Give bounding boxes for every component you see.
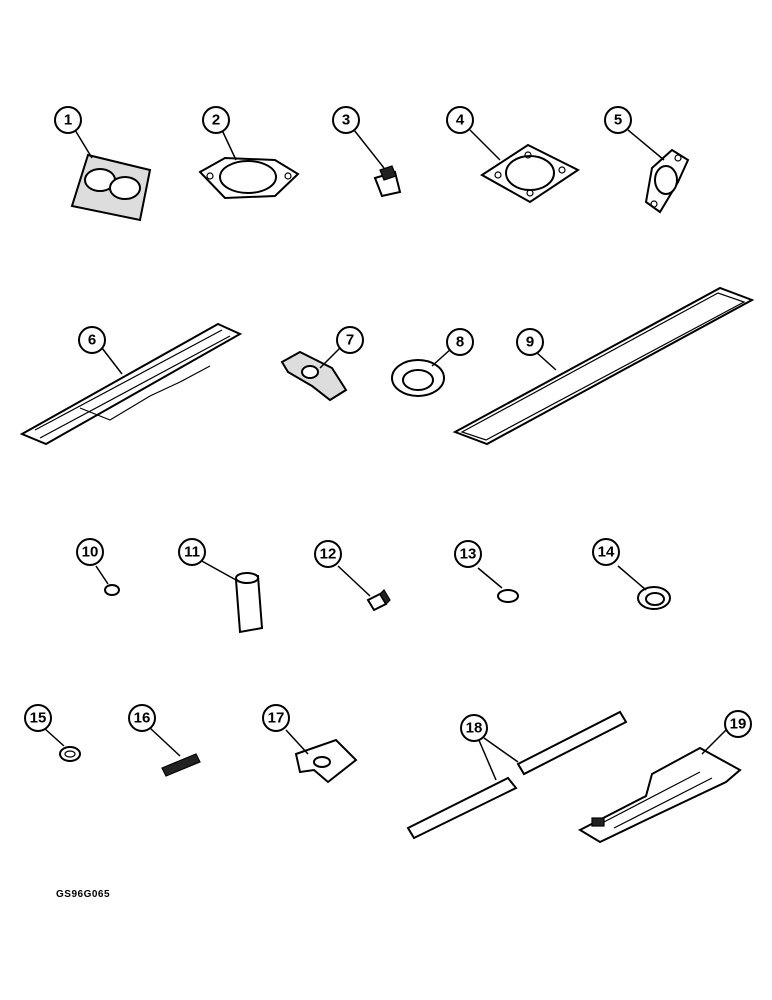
svg-text:6: 6 <box>88 332 96 349</box>
svg-text:1: 1 <box>64 112 72 129</box>
svg-text:5: 5 <box>614 112 622 129</box>
part-14-seal <box>617 565 671 610</box>
callout-16: 16 <box>128 704 156 732</box>
callout-15: 15 <box>24 704 52 732</box>
part-17-bracket <box>285 729 358 784</box>
svg-text:10: 10 <box>82 544 99 561</box>
svg-text:15: 15 <box>30 710 47 727</box>
callout-9: 9 <box>516 328 544 356</box>
callout-2: 2 <box>202 106 230 134</box>
svg-text:17: 17 <box>268 710 285 727</box>
reference-code: GS96G065 <box>56 889 111 900</box>
svg-text:9: 9 <box>526 334 534 351</box>
svg-text:3: 3 <box>342 112 350 129</box>
svg-text:16: 16 <box>134 710 151 727</box>
part-16-pin <box>149 727 201 777</box>
svg-text:18: 18 <box>466 720 483 737</box>
part-9-gasket <box>452 286 755 446</box>
callout-3: 3 <box>332 106 360 134</box>
part-4-gasket <box>469 129 580 204</box>
callout-7: 7 <box>336 326 364 354</box>
svg-text:8: 8 <box>456 334 464 351</box>
callout-18: 18 <box>460 714 488 742</box>
part-7-gasket <box>280 347 348 402</box>
callout-8: 8 <box>446 328 474 356</box>
callout-17: 17 <box>262 704 290 732</box>
part-2-gasket <box>198 129 300 200</box>
callout-13: 13 <box>454 540 482 568</box>
callout-6: 6 <box>78 326 106 354</box>
svg-text:12: 12 <box>320 546 337 563</box>
part-11-sleeve <box>199 559 264 634</box>
part-15-o-ring <box>43 727 81 762</box>
callout-19: 19 <box>724 710 752 738</box>
callout-14: 14 <box>592 538 620 566</box>
svg-text:19: 19 <box>730 716 747 733</box>
callout-10: 10 <box>76 538 104 566</box>
part-6-gasket <box>19 322 243 446</box>
part-3-valve <box>353 129 402 198</box>
part-19-plate <box>577 729 742 844</box>
svg-text:4: 4 <box>456 112 465 129</box>
part-10-o-ring <box>95 565 120 596</box>
svg-text:11: 11 <box>184 544 200 561</box>
part-8-ring <box>391 347 453 397</box>
callout-11: 11 <box>178 538 206 566</box>
svg-text:2: 2 <box>212 112 220 129</box>
callout-1: 1 <box>54 106 82 134</box>
part-5-gasket <box>627 129 690 214</box>
part-1-gasket <box>70 129 152 222</box>
svg-text:14: 14 <box>598 544 615 561</box>
svg-text:7: 7 <box>346 332 354 349</box>
part-12-fitting <box>337 565 391 612</box>
callout-4: 4 <box>446 106 474 134</box>
callout-5: 5 <box>604 106 632 134</box>
part-13-o-ring <box>477 567 519 603</box>
callout-12: 12 <box>314 540 342 568</box>
svg-text:13: 13 <box>460 546 477 563</box>
part-18-shim <box>406 710 628 840</box>
